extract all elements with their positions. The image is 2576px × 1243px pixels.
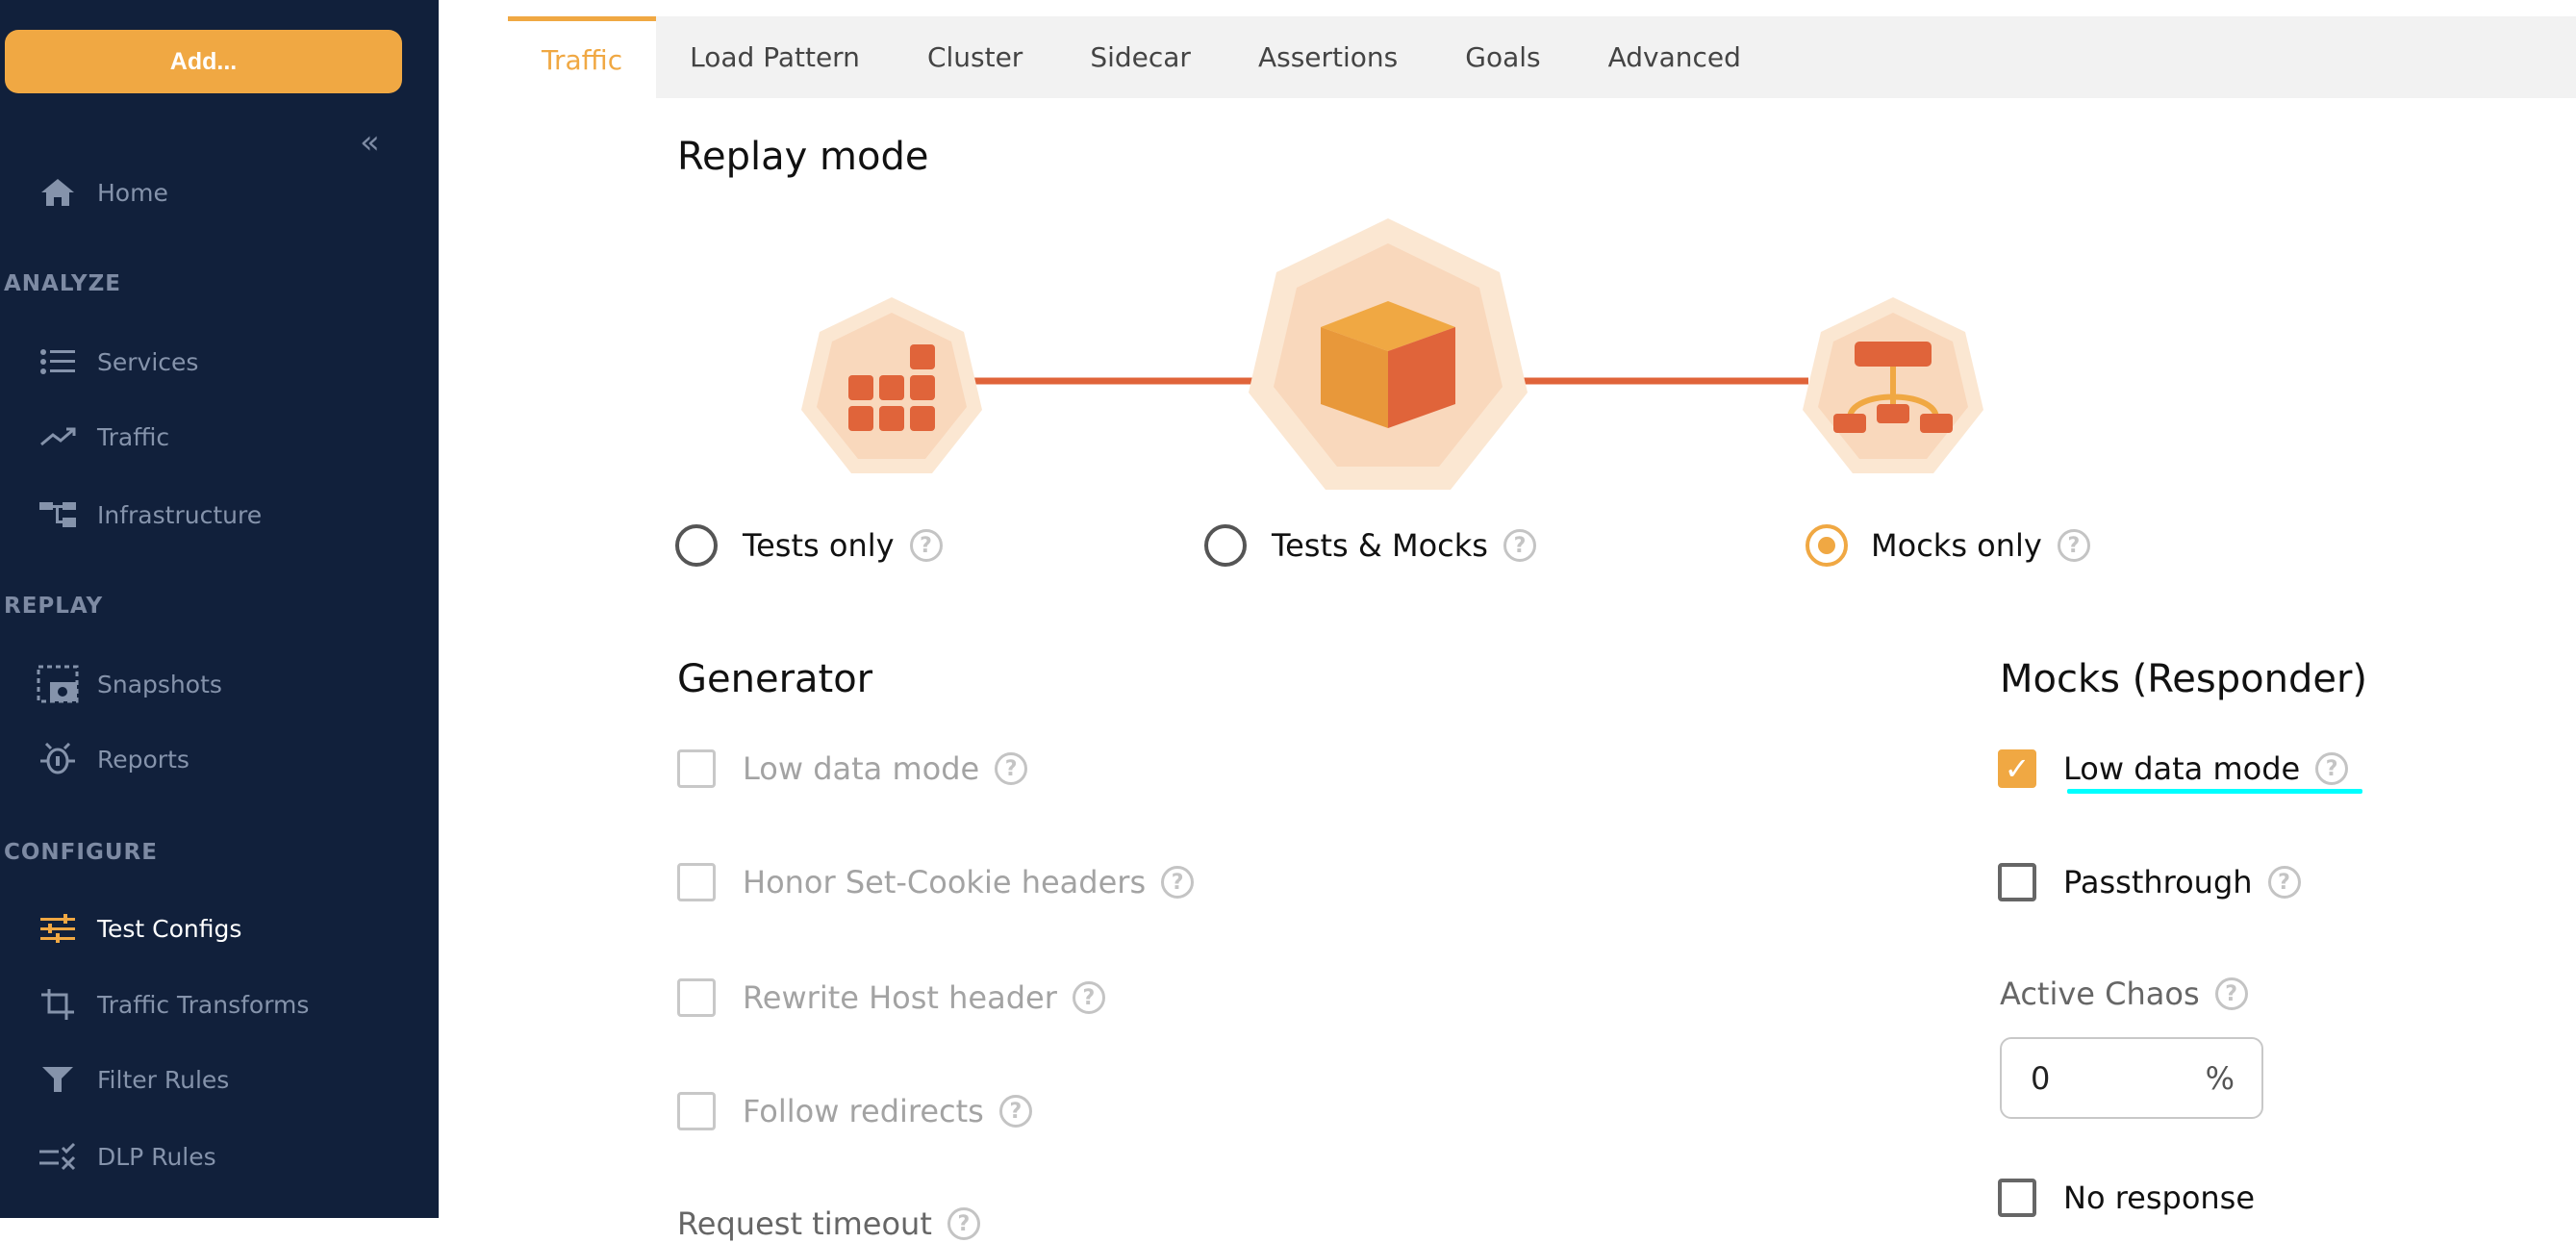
sidebar-item-reports[interactable]: Reports bbox=[35, 735, 189, 783]
sidebar-item-dlp-rules[interactable]: DLP Rules bbox=[35, 1132, 216, 1180]
radio-tests-and-mocks[interactable] bbox=[1204, 524, 1247, 567]
mocks-only-icon bbox=[1803, 297, 1983, 473]
section-analyze: ANALYZE bbox=[4, 271, 121, 296]
sidebar-item-snapshots[interactable]: Snapshots bbox=[35, 660, 222, 708]
chaos-value: 0 bbox=[2031, 1059, 2051, 1097]
crop-icon bbox=[35, 985, 81, 1024]
label-follow-redirects: Follow redirects? bbox=[743, 1092, 1032, 1130]
sidebar-item-label: Filter Rules bbox=[97, 1065, 230, 1094]
help-icon[interactable]: ? bbox=[1161, 866, 1195, 899]
help-icon[interactable]: ? bbox=[1072, 981, 1105, 1014]
label-mocks-low-data-mode: Low data mode? bbox=[2063, 749, 2349, 788]
label-request-timeout: Request timeout? bbox=[677, 1205, 980, 1243]
label-passthrough: Passthrough? bbox=[2063, 863, 2301, 901]
sidebar-item-label: Home bbox=[97, 178, 168, 207]
help-icon[interactable]: ? bbox=[998, 1095, 1032, 1128]
checkbox-gen-low-data-mode[interactable] bbox=[677, 749, 716, 788]
chaos-unit: % bbox=[2205, 1059, 2235, 1097]
sidebar-item-traffic[interactable]: Traffic bbox=[35, 413, 169, 461]
section-replay: REPLAY bbox=[4, 594, 104, 619]
active-chaos-input[interactable]: 0% bbox=[2000, 1037, 2263, 1119]
camera-icon bbox=[35, 665, 81, 703]
label-tests-and-mocks: Tests & Mocks? bbox=[1272, 524, 1536, 567]
tab-sidecar[interactable]: Sidecar bbox=[1090, 41, 1191, 73]
list-icon bbox=[35, 342, 81, 381]
home-icon bbox=[35, 173, 81, 212]
add-button[interactable]: Add... bbox=[5, 30, 402, 93]
sidebar: Add... « Home ANALYZE Services Traffic I… bbox=[0, 0, 439, 1218]
label-gen-low-data-mode: Low data mode? bbox=[743, 749, 1028, 788]
radio-tests-only[interactable] bbox=[675, 524, 718, 567]
label-active-chaos: Active Chaos? bbox=[2000, 975, 2248, 1013]
help-icon[interactable]: ? bbox=[1503, 529, 1536, 562]
help-icon[interactable]: ? bbox=[947, 1207, 980, 1240]
sidebar-item-filter-rules[interactable]: Filter Rules bbox=[35, 1055, 229, 1103]
checkbox-follow-redirects[interactable] bbox=[677, 1092, 716, 1130]
tab-advanced[interactable]: Advanced bbox=[1607, 41, 1741, 73]
filter-icon bbox=[35, 1060, 81, 1099]
help-icon[interactable]: ? bbox=[909, 529, 943, 562]
label-no-response: No response bbox=[2063, 1180, 2256, 1216]
sidebar-item-label: Services bbox=[97, 347, 199, 376]
tests-only-icon bbox=[801, 297, 982, 473]
sidebar-item-test-configs[interactable]: Test Configs bbox=[35, 904, 241, 952]
tab-cluster[interactable]: Cluster bbox=[926, 41, 1023, 73]
checkbox-no-response[interactable] bbox=[1998, 1179, 2036, 1217]
generator-title: Generator bbox=[677, 657, 873, 701]
label-tests-only: Tests only? bbox=[743, 524, 943, 567]
help-icon[interactable]: ? bbox=[2267, 866, 2301, 899]
replay-mode-diagram bbox=[801, 218, 1983, 490]
radio-mocks-only[interactable] bbox=[1806, 524, 1848, 567]
label-rewrite-host: Rewrite Host header? bbox=[743, 978, 1105, 1017]
help-icon[interactable]: ? bbox=[2315, 752, 2349, 785]
bug-icon bbox=[35, 740, 81, 778]
sidebar-item-home[interactable]: Home bbox=[35, 168, 168, 216]
help-icon[interactable]: ? bbox=[2057, 529, 2090, 562]
label-mocks-only: Mocks only? bbox=[1871, 524, 2090, 567]
tab-goals[interactable]: Goals bbox=[1465, 41, 1541, 73]
sidebar-item-services[interactable]: Services bbox=[35, 338, 198, 386]
checkbox-rewrite-host[interactable] bbox=[677, 978, 716, 1017]
tab-traffic[interactable]: Traffic bbox=[508, 16, 657, 98]
trending-up-icon bbox=[35, 418, 81, 456]
sidebar-item-label: Infrastructure bbox=[97, 500, 263, 529]
checkbox-passthrough[interactable] bbox=[1998, 863, 2036, 901]
sidebar-item-label: Snapshots bbox=[97, 670, 222, 698]
checkbox-honor-set-cookie[interactable] bbox=[677, 863, 716, 901]
mocks-title: Mocks (Responder) bbox=[2000, 657, 2368, 701]
hierarchy-icon bbox=[35, 495, 81, 534]
replay-mode-title: Replay mode bbox=[677, 135, 929, 179]
sidebar-item-label: Traffic bbox=[97, 422, 170, 451]
tab-assertions[interactable]: Assertions bbox=[1257, 41, 1399, 73]
check-icon: ✓ bbox=[2004, 750, 2031, 787]
sidebar-item-label: Test Configs bbox=[97, 914, 242, 943]
tab-load-pattern[interactable]: Load Pattern bbox=[690, 41, 860, 73]
help-icon[interactable]: ? bbox=[995, 752, 1028, 785]
tab-bar: Traffic Load Pattern Cluster Sidecar Ass… bbox=[508, 16, 2576, 98]
tests-and-mocks-icon bbox=[1249, 218, 1528, 490]
sidebar-item-label: Traffic Transforms bbox=[97, 990, 310, 1019]
sidebar-item-traffic-transforms[interactable]: Traffic Transforms bbox=[35, 980, 309, 1028]
highlight-underline bbox=[2067, 789, 2362, 794]
checkbox-mocks-low-data-mode[interactable]: ✓ bbox=[1998, 749, 2036, 788]
section-configure: CONFIGURE bbox=[4, 840, 158, 865]
collapse-sidebar-icon[interactable]: « bbox=[360, 123, 380, 162]
label-honor-set-cookie: Honor Set-Cookie headers? bbox=[743, 863, 1195, 901]
sliders-icon bbox=[35, 909, 81, 948]
list-remove-icon bbox=[35, 1137, 81, 1176]
sidebar-item-infrastructure[interactable]: Infrastructure bbox=[35, 491, 262, 539]
sidebar-item-label: Reports bbox=[97, 745, 189, 774]
help-icon[interactable]: ? bbox=[2214, 977, 2248, 1010]
sidebar-item-label: DLP Rules bbox=[97, 1142, 216, 1171]
